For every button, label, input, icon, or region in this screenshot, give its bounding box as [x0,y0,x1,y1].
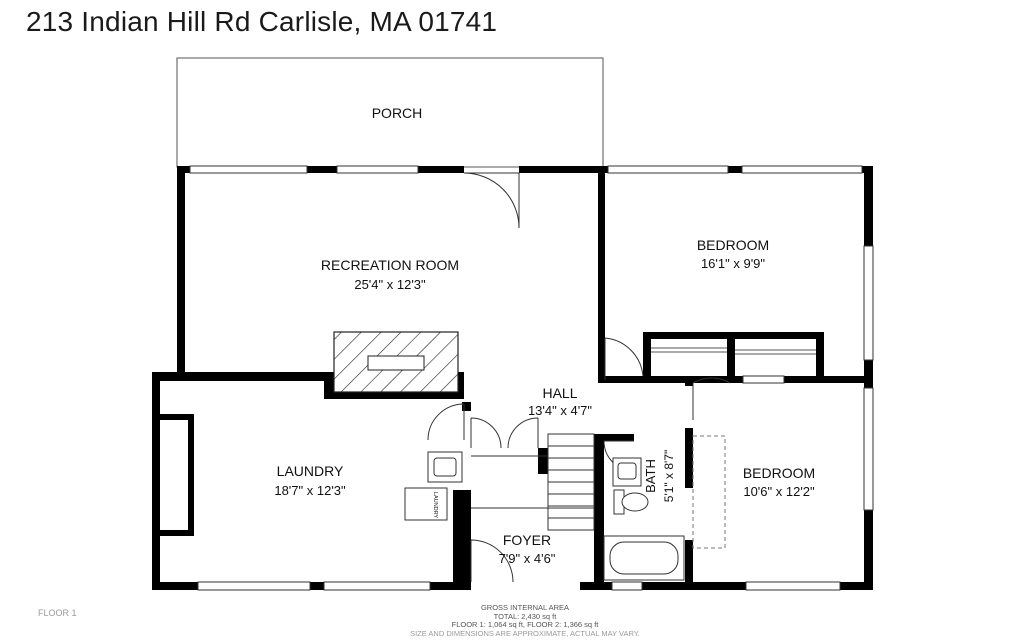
closet-shelving [651,347,816,355]
windows [189,165,874,591]
walls [152,166,873,590]
room-name-hall: HALL [542,385,577,401]
room-dims-laundry: 18'7" x 12'3" [274,483,346,498]
washer-label: LAUNDRY [432,492,438,519]
floor-label: FLOOR 1 [38,608,77,618]
gross-area-total: TOTAL: 2,430 sq ft [493,611,557,621]
fireplace-mantel [367,355,425,371]
size-disclaimer: SIZE AND DIMENSIONS ARE APPROXIMATE, ACT… [410,628,640,638]
room-name-foyer: FOYER [503,532,551,548]
bath-fixtures [603,457,685,581]
laundry-fixtures [404,451,463,521]
room-dims-recreation-room: 25'4" x 12'3" [354,277,426,292]
room-dims-foyer: 7'9" x 4'6" [499,551,556,566]
room-dims-hall: 13'4" x 4'7" [528,403,592,418]
room-name-bath: BATH [643,459,658,493]
room-name-bedroom-2: BEDROOM [743,465,815,481]
room-name-recreation-room: RECREATION ROOM [321,257,459,273]
room-dims-bedroom-2: 10'6" x 12'2" [743,484,815,499]
room-name-laundry: LAUNDRY [277,463,344,479]
washer [404,487,448,521]
room-dims-bedroom-1: 16'1" x 9'9" [701,256,765,271]
toilet-bowl [621,492,649,512]
doors [427,172,731,583]
room-name-bedroom-1: BEDROOM [697,237,769,253]
gross-area-floors: FLOOR 1: 1,064 sq ft, FLOOR 2: 1,366 sq … [451,620,599,630]
gross-area-block: GROSS INTERNAL AREA TOTAL: 2,430 sq ft F… [360,603,690,638]
stairs [471,433,595,531]
bedroom-closet-dashed [692,435,726,549]
room-name-porch: PORCH [372,105,423,121]
room-dims-bath: 5'1" x 8'7" [662,450,676,502]
gross-area-title: GROSS INTERNAL AREA [480,603,570,612]
property-address: 213 Indian Hill Rd Carlisle, MA 01741 [26,6,498,37]
